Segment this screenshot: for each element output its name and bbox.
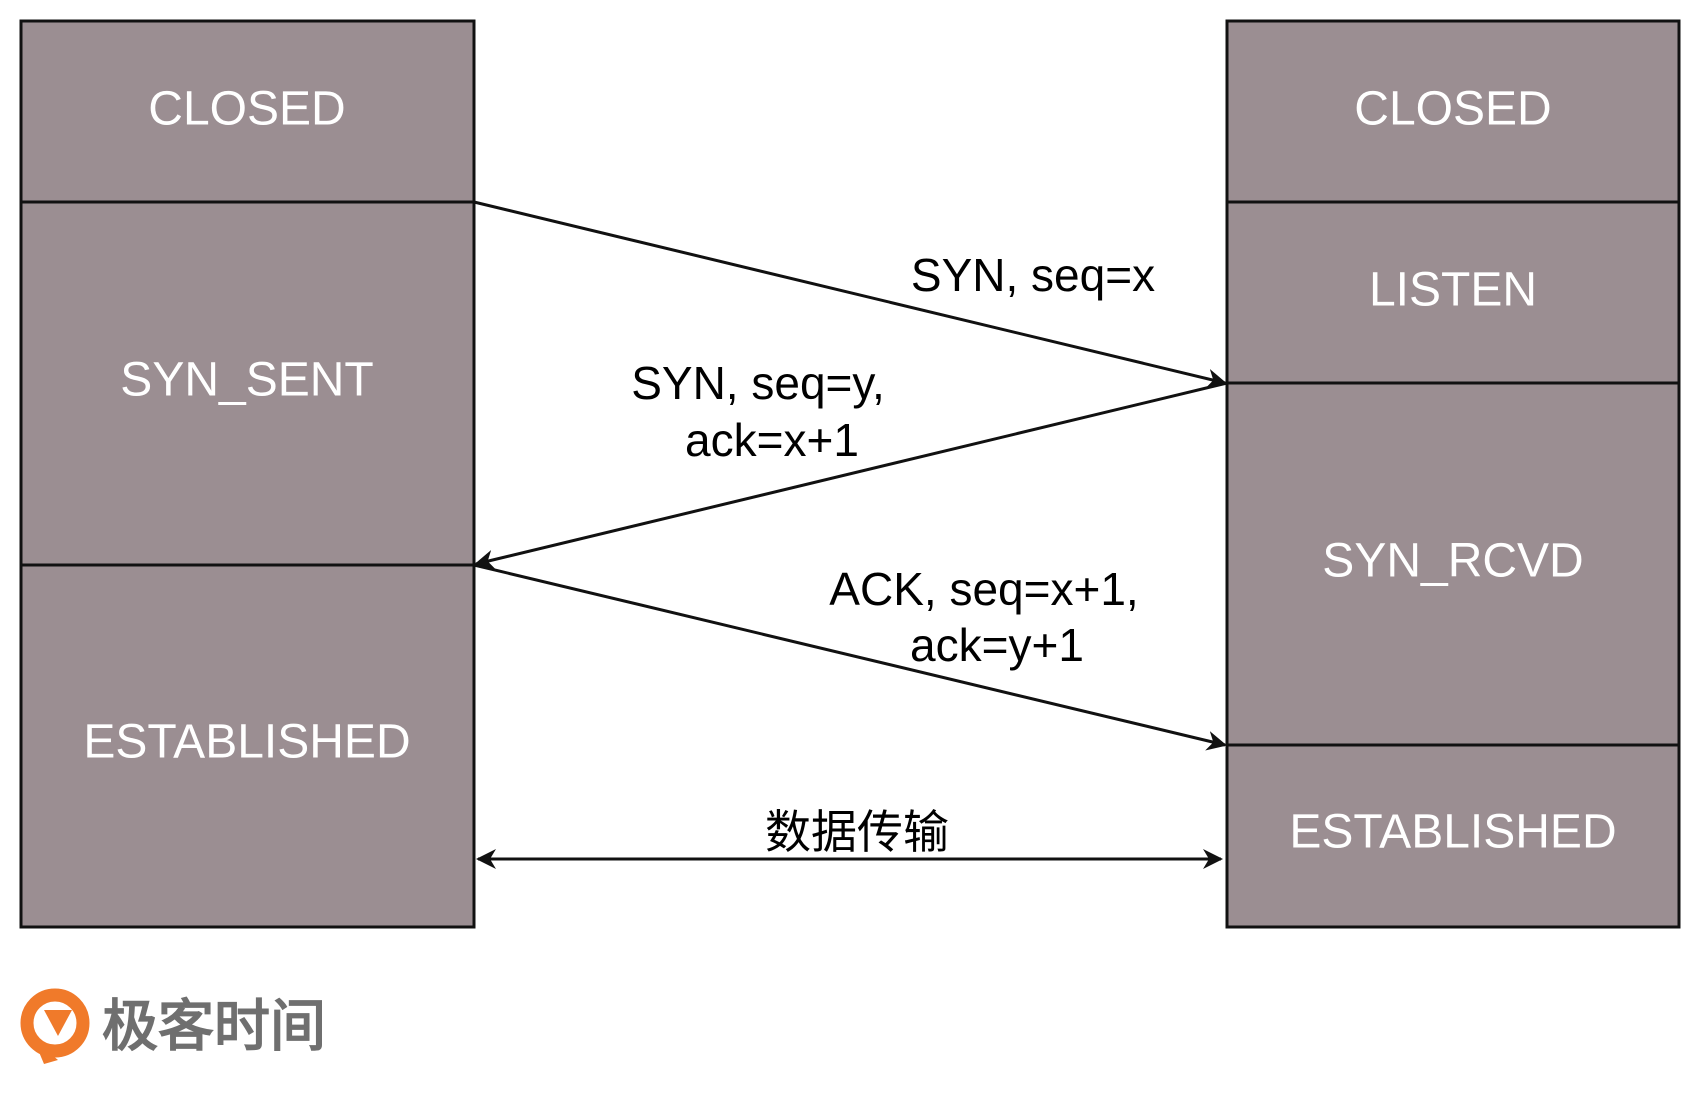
client-state-closed-label: CLOSED <box>148 83 345 136</box>
syn-ack-arrow <box>474 381 1228 570</box>
server-column: CLOSED LISTEN SYN_RCVD ESTABLISHED <box>1225 19 1681 929</box>
server-state-listen <box>1225 200 1681 385</box>
server-state-syn-rcvd-label: SYN_RCVD <box>1322 535 1583 588</box>
syn-label: SYN, seq=x <box>911 249 1155 301</box>
client-state-syn-sent <box>19 200 476 567</box>
client-state-closed <box>19 19 476 204</box>
syn-ack-label-line2: ack=x+1 <box>685 414 859 466</box>
geektime-logo: 极客时间 <box>20 988 326 1064</box>
syn-ack-label-line1: SYN, seq=y, <box>631 357 885 409</box>
server-state-established-label: ESTABLISHED <box>1289 806 1616 859</box>
client-state-syn-sent-label: SYN_SENT <box>120 354 373 407</box>
geektime-logo-text: 极客时间 <box>102 995 326 1060</box>
ack-label-line1: ACK, seq=x+1, <box>829 563 1138 615</box>
server-state-closed-label: CLOSED <box>1354 83 1551 136</box>
server-state-syn-rcvd <box>1225 381 1681 747</box>
ack-arrow <box>473 563 1227 751</box>
server-state-listen-label: LISTEN <box>1369 264 1537 317</box>
client-state-established-label: ESTABLISHED <box>83 716 410 769</box>
server-state-established <box>1225 743 1681 929</box>
client-state-established <box>19 563 476 929</box>
data-transfer-label: 数据传输 <box>765 805 949 859</box>
server-state-closed <box>1225 19 1681 204</box>
messages: SYN, seq=x SYN, seq=y, ack=x+1 ACK, seq=… <box>473 200 1228 869</box>
geektime-logo-icon <box>20 988 90 1064</box>
client-column: CLOSED SYN_SENT ESTABLISHED <box>19 19 476 929</box>
syn-arrow <box>473 200 1227 389</box>
ack-label-line2: ack=y+1 <box>910 619 1084 671</box>
